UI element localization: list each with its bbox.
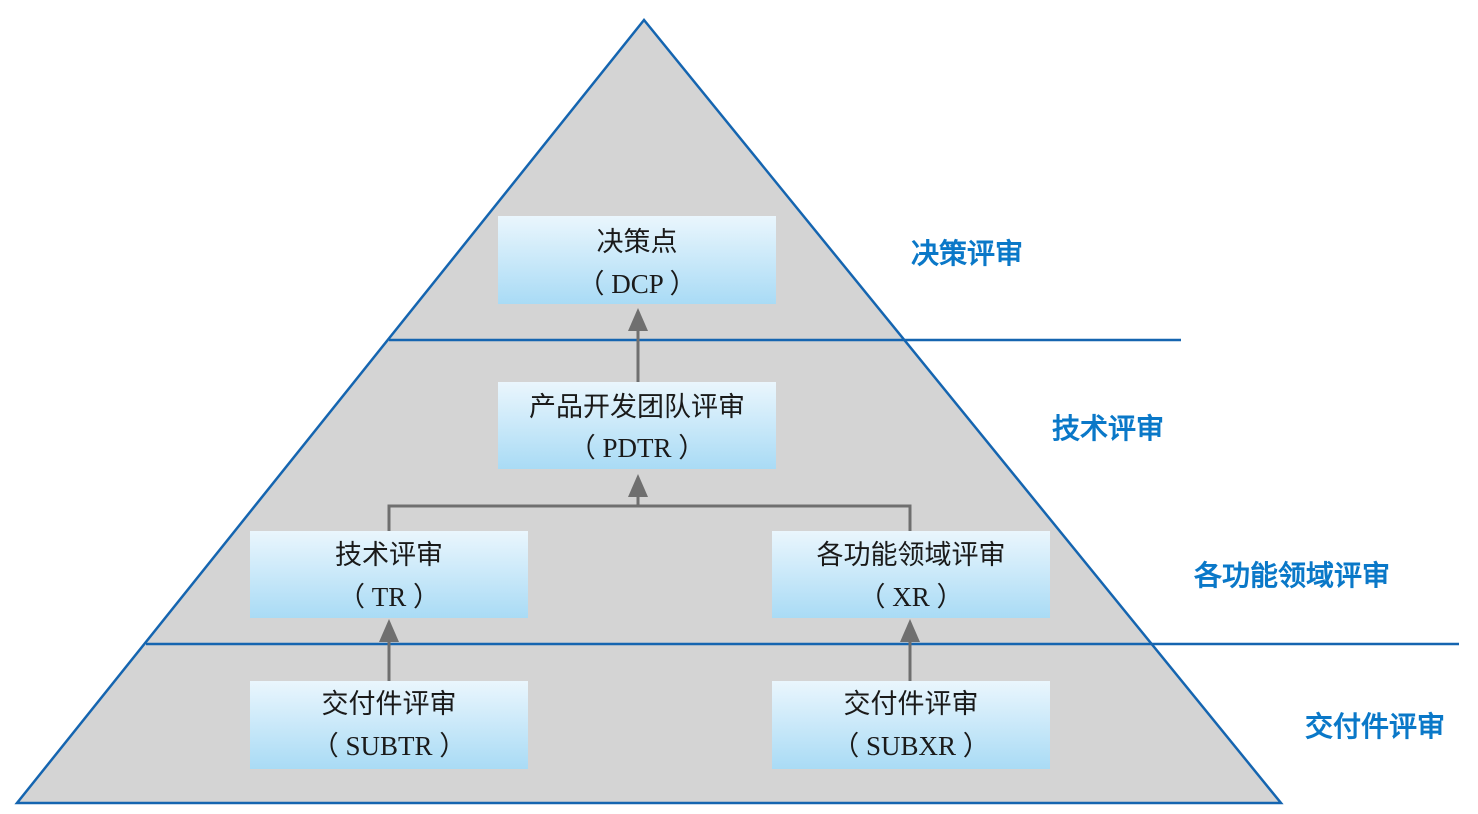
tier-label-technical: 技术评审 [1052,412,1164,445]
node-xr-title: 各功能领域评审 [817,540,1006,571]
node-dcp: 决策点 （ DCP ） [498,216,776,304]
node-pdtr: 产品开发团队评审 （ PDTR ） [498,382,776,469]
node-xr-code: （ XR ） [858,582,963,612]
tier-label-functional: 各功能领域评审 [1193,559,1390,592]
node-pdtr-code: （ PDTR ） [569,433,706,463]
node-xr-box [772,531,1050,618]
node-subxr-box [772,681,1050,769]
arrow-subtr-to-tr [379,619,399,642]
node-pdtr-title: 产品开发团队评审 [529,392,745,423]
node-tr: 技术评审 （ TR ） [250,531,528,618]
node-tr-box [250,531,528,618]
node-subtr: 交付件评审 （ SUBTR ） [250,681,528,769]
tier-label-decision: 决策评审 [911,237,1023,270]
node-tr-code: （ TR ） [338,582,440,612]
node-pdtr-box [498,382,776,469]
node-subxr: 交付件评审 （ SUBXR ） [772,681,1050,769]
node-subtr-title: 交付件评审 [322,689,457,720]
node-subxr-code: （ SUBXR ） [832,731,990,761]
node-tr-title: 技术评审 [335,540,443,571]
node-dcp-box [498,216,776,304]
connector-tr-xr-to-pdtr [387,504,912,531]
arrow-merge-to-pdtr [628,474,648,497]
node-dcp-code: （ DCP ） [577,269,696,299]
arrow-pdtr-to-dcp [628,308,648,331]
node-xr: 各功能领域评审 （ XR ） [772,531,1050,618]
node-subtr-code: （ SUBTR ） [312,731,467,761]
tier-label-deliverable: 交付件评审 [1305,710,1445,743]
arrow-subxr-to-xr [900,619,920,642]
node-subtr-box [250,681,528,769]
node-subxr-title: 交付件评审 [844,689,979,720]
node-dcp-title: 决策点 [597,227,678,258]
